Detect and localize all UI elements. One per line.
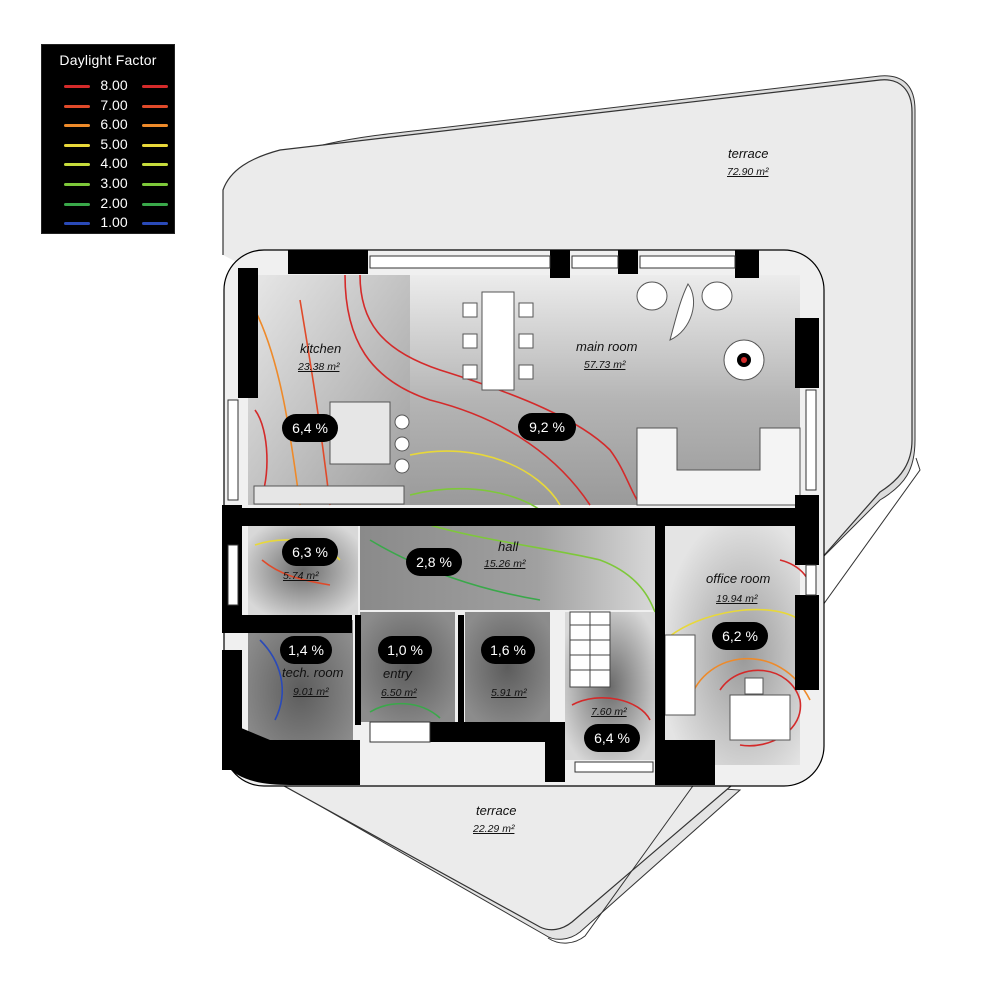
legend-swatch — [64, 143, 90, 147]
legend-row: 2.00 — [42, 194, 174, 214]
terrace-top-name: terrace — [728, 146, 769, 161]
stairs — [569, 611, 611, 688]
legend-swatch — [64, 183, 90, 186]
entry-area-label: 6.50 m² — [381, 687, 417, 699]
legend-swatch — [64, 202, 90, 206]
legend-value: 7.00 — [100, 96, 128, 113]
storage-daylight-factor: 1,6 % — [481, 636, 535, 664]
kitchen-daylight-factor: 6,4 % — [282, 414, 338, 442]
tech-room-area-label: 9.01 m² — [293, 686, 329, 698]
legend-value: 2.00 — [100, 194, 128, 211]
office-room-area-label: 19.94 m² — [716, 593, 758, 605]
legend-swatch — [142, 104, 168, 108]
small-room-daylight-factor: 6,4 % — [584, 724, 640, 752]
kitchen-island — [253, 401, 410, 505]
entry-name: entry — [383, 666, 412, 681]
kitchen-area-label: 23.38 m² — [298, 361, 340, 373]
legend-swatch — [142, 202, 168, 206]
sofa — [636, 427, 801, 506]
hall-daylight-factor: 2,8 % — [406, 548, 462, 576]
terrace-bottom-name: terrace — [476, 803, 517, 818]
legend-value: 5.00 — [100, 135, 128, 152]
daylight-contours — [254, 274, 812, 747]
office-room-daylight-factor: 6,2 % — [712, 622, 768, 650]
legend-swatch — [142, 143, 168, 147]
walls — [222, 250, 819, 785]
windows — [227, 255, 817, 773]
hall-name: hall — [498, 539, 519, 554]
kitchen-name: kitchen — [300, 341, 342, 356]
terrace-bottom-area: 22.29 m² — [473, 823, 515, 835]
legend-row: 8.00 — [42, 76, 174, 96]
legend-value: 1.00 — [100, 214, 128, 231]
bathroom-daylight-factor: 6,3 % — [282, 538, 338, 566]
legend-value: 8.00 — [100, 77, 128, 93]
legend-swatch — [64, 104, 90, 108]
tech-room-name: tech. room — [282, 665, 344, 680]
main-room-daylight-factor: 9,2 % — [518, 413, 576, 441]
legend-swatch — [142, 222, 168, 226]
kitchen-area — [248, 275, 410, 505]
legend-row: 3.00 — [42, 174, 174, 194]
small-room-area-label: 7.60 m² — [591, 706, 627, 718]
legend-row: 7.00 — [42, 96, 174, 116]
tech-room-daylight-factor: 1,4 % — [280, 636, 332, 664]
legend-swatch — [64, 163, 90, 167]
terrace-top-area: 72.90 m² — [727, 166, 769, 178]
legend-value: 3.00 — [100, 175, 128, 191]
legend-value: 4.00 — [100, 155, 128, 172]
fireplace — [723, 339, 765, 381]
hall-area-label: 15.26 m² — [484, 558, 526, 570]
legend-row: 4.00 — [42, 154, 174, 174]
office-desk — [664, 634, 791, 741]
bathroom-area-label: 5.74 m² — [283, 570, 319, 582]
storage-area — [465, 612, 550, 722]
legend-row: 5.00 — [42, 135, 174, 155]
office-room-name: office room — [706, 571, 771, 586]
legend-row: 1.00 — [42, 213, 174, 233]
legend-value: 6.00 — [100, 116, 128, 133]
main-room-name: main room — [576, 339, 638, 354]
legend-swatch — [142, 124, 168, 128]
dining-table — [462, 291, 534, 391]
legend-row: 6.00 — [42, 115, 174, 135]
daylight-factor-legend: Daylight Factor 8.00 7.00 6.00 5.00 4.00 3.00… — [41, 44, 175, 234]
legend-swatch — [64, 85, 90, 88]
armchairs — [636, 281, 733, 341]
legend-swatch — [142, 85, 168, 88]
main-room-area-label: 57.73 m² — [584, 359, 626, 371]
entry-daylight-factor: 1,0 % — [378, 636, 432, 664]
legend-swatch — [64, 124, 90, 128]
storage-area-label: 5.91 m² — [491, 687, 527, 699]
terrace-bottom-slab — [238, 457, 921, 944]
legend-title: Daylight Factor — [59, 52, 157, 68]
legend-swatch — [64, 222, 90, 226]
legend-swatch — [142, 183, 168, 186]
legend-swatch — [142, 163, 168, 167]
